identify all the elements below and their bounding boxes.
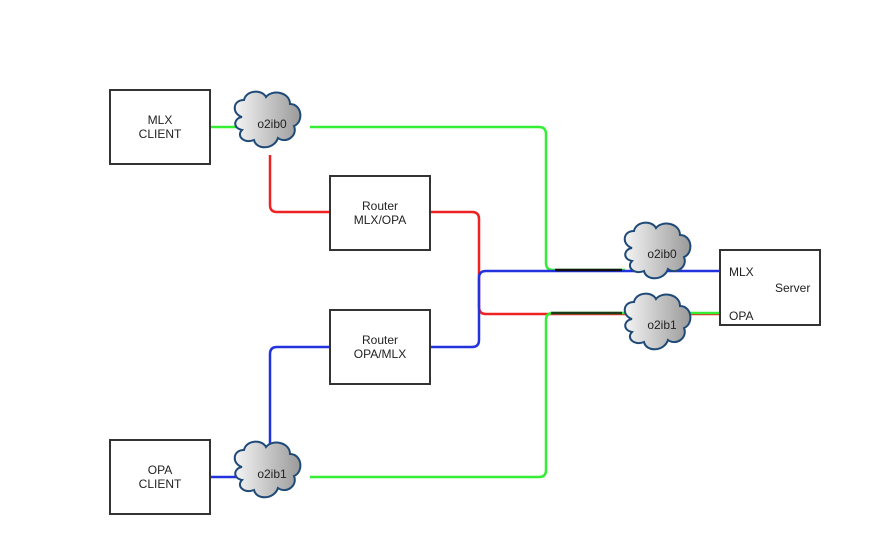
mlx-client-line2: CLIENT (138, 127, 182, 141)
router-opa-mlx-node[interactable]: Router OPA/MLX (329, 309, 431, 385)
opa-client-line2: CLIENT (138, 477, 182, 491)
server-title: Server (775, 281, 811, 295)
router-mlx-opa-line2: MLX/OPA (353, 213, 407, 227)
cloud-icon-client-bottom (233, 440, 302, 499)
link-o2ib1-to-router-opa-mlx (268, 345, 330, 445)
opa-client-node[interactable]: OPA CLIENT (109, 439, 211, 515)
cloud-label-client-bottom: o2ib1 (257, 467, 287, 481)
cloud-icon-server-bottom (623, 292, 692, 351)
cloud-label-server-top: o2ib0 (647, 247, 677, 261)
link-o2ib0-to-router-mlx-opa (268, 155, 330, 214)
link-router-mlx-opa-to-server (430, 210, 720, 316)
router-mlx-opa-node[interactable]: Router MLX/OPA (329, 175, 431, 251)
router-mlx-opa-line1: Router (361, 199, 399, 213)
cloud-icon-server-top (623, 221, 692, 280)
server-port-mlx: MLX (729, 265, 754, 279)
server-port-opa: OPA (729, 309, 754, 323)
cloud-label-server-bottom: o2ib1 (647, 318, 677, 332)
router-opa-mlx-line1: Router (361, 333, 399, 347)
opa-client-line1: OPA (147, 463, 173, 477)
router-opa-mlx-line2: OPA/MLX (353, 347, 407, 361)
cloud-icon-client-top (233, 90, 302, 149)
mlx-client-line1: MLX (147, 113, 173, 127)
link-o2ib0-to-server-green (310, 125, 625, 272)
link-router-opa-mlx-to-server (430, 269, 720, 349)
cloud-label-client-top: o2ib0 (257, 117, 287, 131)
server-node[interactable]: MLX Server OPA (719, 249, 821, 326)
link-o2ib1-to-server-green (310, 311, 720, 479)
mlx-client-node[interactable]: MLX CLIENT (109, 89, 211, 165)
